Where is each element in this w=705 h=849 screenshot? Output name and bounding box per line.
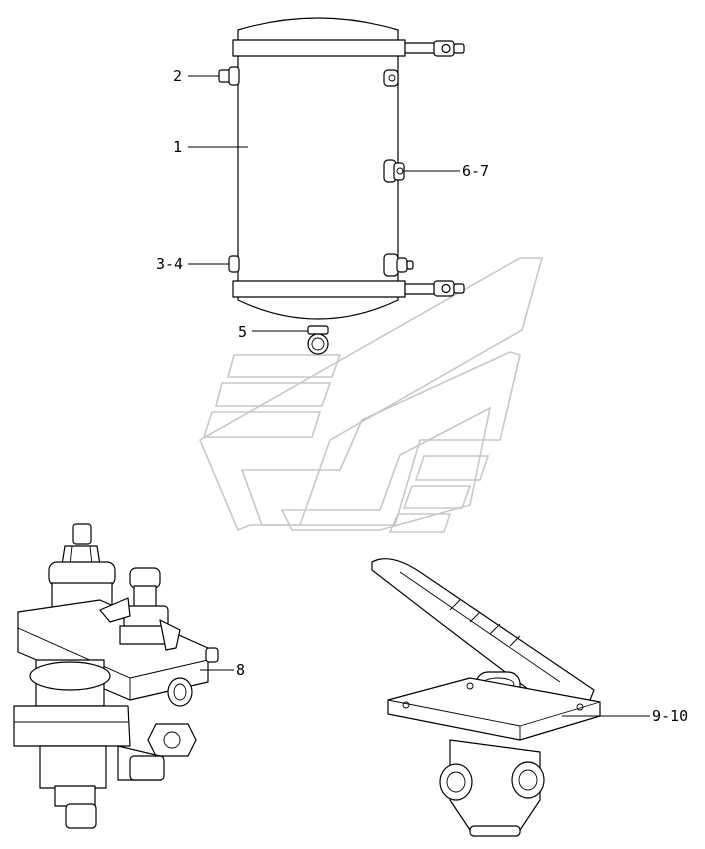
fitting-right-upper bbox=[383, 69, 399, 87]
callout-2: 2 bbox=[173, 67, 182, 85]
fitting-part-6-7 bbox=[383, 159, 405, 183]
leader-lines bbox=[188, 75, 650, 717]
valve-assembly-part-8 bbox=[13, 523, 219, 829]
foot-brake-valve-part-9-10 bbox=[371, 558, 601, 837]
air-tank bbox=[232, 17, 438, 320]
strap-bolt-top bbox=[433, 40, 465, 57]
callout-6-7: 6-7 bbox=[462, 162, 489, 180]
callout-9-10: 9-10 bbox=[652, 707, 688, 725]
callout-5: 5 bbox=[238, 323, 247, 341]
watermark-logo bbox=[198, 257, 544, 533]
strap-bolt-bottom bbox=[433, 280, 465, 297]
plug-part-2 bbox=[218, 66, 240, 86]
drain-valve-part-5 bbox=[307, 325, 329, 355]
fitting-part-3-4 bbox=[228, 255, 240, 273]
callout-3-4: 3-4 bbox=[156, 255, 183, 273]
fitting-right-lower bbox=[383, 253, 414, 277]
callout-8: 8 bbox=[236, 661, 245, 679]
callout-1: 1 bbox=[173, 138, 182, 156]
